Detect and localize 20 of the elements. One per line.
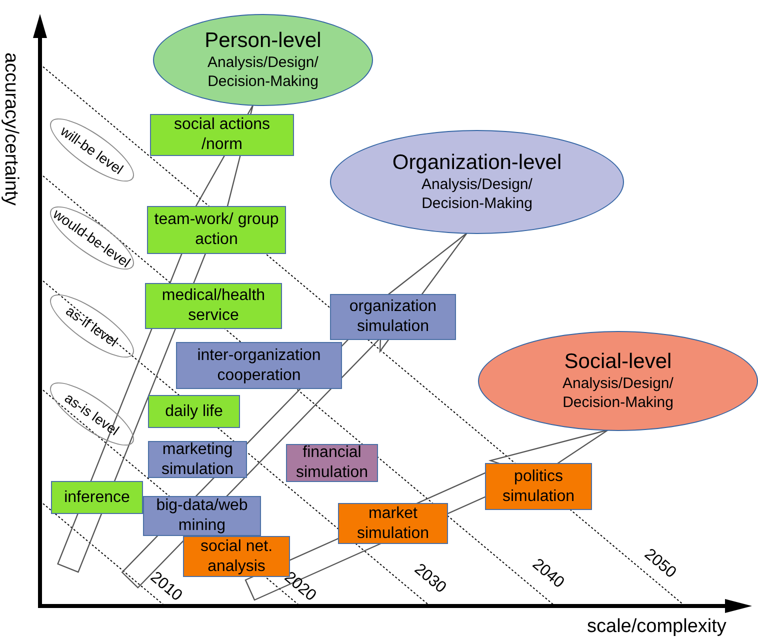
process-box: financial simulation [286,444,378,482]
process-box: marketing simulation [148,441,247,478]
level-heading: Organization-level [392,151,562,175]
process-box: inference [51,481,143,514]
process-box: organization simulation [330,294,456,340]
process-box: team-work/ group action [147,206,286,254]
process-box: inter-organization cooperation [176,342,342,389]
process-box: medical/health service [145,283,282,329]
process-box: market simulation [338,503,448,544]
level-subtitle: Analysis/Design/ Decision-Making [420,175,534,213]
axis-label: scale/complexity [587,616,726,638]
process-box: daily life [148,395,240,428]
level-subtitle: Analysis/Design/ Decision-Making [206,53,320,91]
process-box: social net. analysis [183,536,290,577]
level-subtitle: Analysis/Design/ Decision-Making [562,374,674,412]
process-box: politics simulation [485,463,592,510]
level-heading: Social-level [564,350,672,374]
process-box: social actions /norm [150,114,294,156]
axis-label: accuracy/certainty [0,52,22,206]
level-heading: Person-level [204,29,322,53]
